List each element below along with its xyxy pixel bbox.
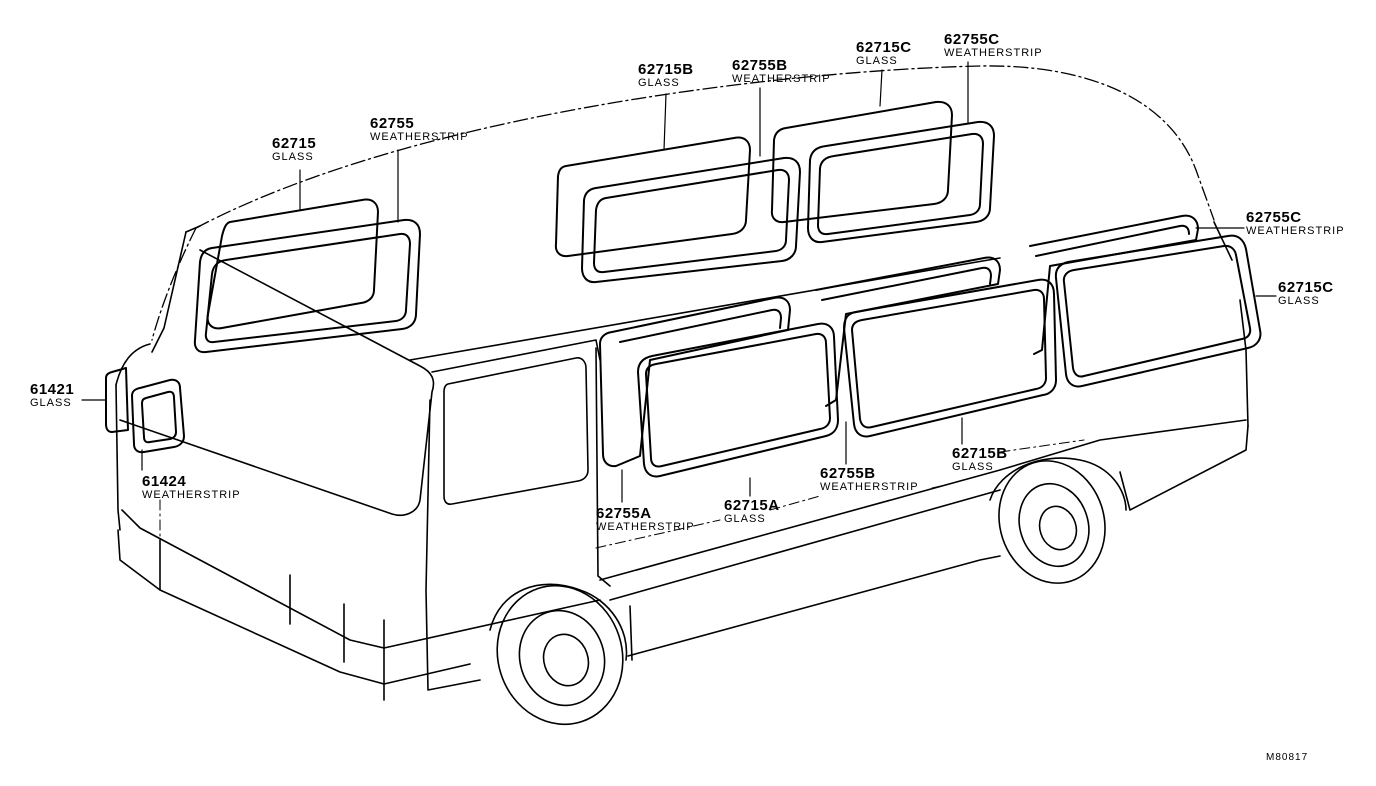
roof-rear-edge bbox=[151, 227, 197, 341]
van-body bbox=[115, 221, 1249, 701]
part-number: 62715B bbox=[952, 445, 1008, 462]
part-description: GLASS bbox=[856, 55, 898, 67]
callout-61421-glass: 61421 GLASS bbox=[30, 382, 74, 409]
door-window bbox=[443, 357, 589, 505]
callout-62715-glass: 62715 GLASS bbox=[272, 136, 316, 163]
part-number: 62755 bbox=[370, 115, 415, 132]
part-description: WEATHERSTRIP bbox=[1246, 225, 1345, 237]
side-window-b bbox=[815, 256, 1057, 438]
callout-62715c-glass-side: 62715C GLASS bbox=[1278, 280, 1334, 307]
part-description: GLASS bbox=[272, 151, 314, 163]
part-description: WEATHERSTRIP bbox=[820, 481, 919, 493]
callout-62755a-weatherstrip: 62755A WEATHERSTRIP bbox=[596, 506, 695, 533]
callout-62755-weatherstrip: 62755 WEATHERSTRIP bbox=[370, 116, 469, 143]
part-description: GLASS bbox=[952, 461, 994, 473]
roof-outline bbox=[195, 65, 1215, 229]
callout-61424-weatherstrip: 61424 WEATHERSTRIP bbox=[142, 474, 241, 501]
part-number: 62715B bbox=[638, 61, 694, 78]
side-window-c bbox=[1029, 214, 1262, 388]
part-description: WEATHERSTRIP bbox=[596, 521, 695, 533]
upper-window-c bbox=[770, 100, 995, 244]
part-number: 62755B bbox=[732, 57, 788, 74]
part-number: 61424 bbox=[142, 473, 187, 490]
part-number: 62715C bbox=[1278, 279, 1334, 296]
leader-dash-lines bbox=[159, 439, 1085, 549]
part-description: WEATHERSTRIP bbox=[732, 73, 831, 85]
part-description: GLASS bbox=[1278, 295, 1320, 307]
wheel-rear bbox=[989, 457, 1127, 584]
part-number: 61421 bbox=[30, 381, 75, 398]
part-number: 62755C bbox=[1246, 209, 1302, 226]
part-description: GLASS bbox=[30, 397, 72, 409]
part-number: 62755C bbox=[944, 31, 1000, 48]
callout-62755b-weatherstrip-upper: 62755B WEATHERSTRIP bbox=[732, 58, 831, 85]
diagram-code: M80817 bbox=[1266, 752, 1309, 763]
part-description: GLASS bbox=[638, 77, 680, 89]
callout-62715c-glass-upper: 62715C GLASS bbox=[856, 40, 912, 67]
part-number: 62755B bbox=[820, 465, 876, 482]
part-description: WEATHERSTRIP bbox=[944, 47, 1043, 59]
callout-62715b-glass-upper: 62715B GLASS bbox=[638, 62, 694, 89]
part-number: 62755A bbox=[596, 505, 652, 522]
upper-window-b bbox=[554, 136, 801, 284]
part-number: 62715C bbox=[856, 39, 912, 56]
callout-62715b-glass-side: 62715B GLASS bbox=[952, 446, 1008, 473]
leader-lines bbox=[81, 61, 1277, 503]
callout-62715a-glass: 62715A GLASS bbox=[724, 498, 780, 525]
side-window-a bbox=[599, 296, 839, 478]
part-description: GLASS bbox=[724, 513, 766, 525]
part-number: 62715A bbox=[724, 497, 780, 514]
wheel-front bbox=[489, 583, 628, 726]
part-description: WEATHERSTRIP bbox=[142, 489, 241, 501]
part-description: WEATHERSTRIP bbox=[370, 131, 469, 143]
back-door-window bbox=[105, 367, 185, 454]
callout-62755c-weatherstrip-upper: 62755C WEATHERSTRIP bbox=[944, 32, 1043, 59]
callout-62755c-weatherstrip-side: 62755C WEATHERSTRIP bbox=[1246, 210, 1345, 237]
part-number: 62715 bbox=[272, 135, 317, 152]
rear-quarter-window bbox=[193, 198, 421, 354]
callout-62755b-weatherstrip-side: 62755B WEATHERSTRIP bbox=[820, 466, 919, 493]
